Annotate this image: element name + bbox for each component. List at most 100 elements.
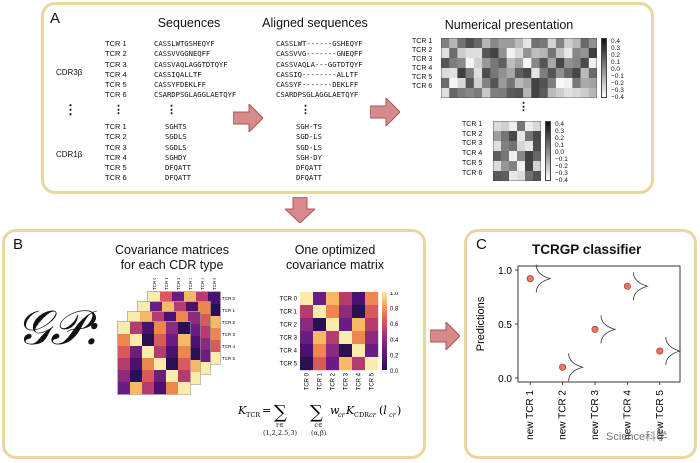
heatmap-cell bbox=[531, 68, 540, 79]
right-arrow-icon bbox=[370, 98, 400, 126]
heatmap-cell bbox=[441, 48, 450, 59]
matrix-cell bbox=[130, 358, 143, 371]
tcr-label: TCR 1 bbox=[105, 122, 127, 131]
heatmap-cell bbox=[509, 141, 518, 152]
prediction-distribution bbox=[535, 264, 552, 293]
panel-c bbox=[464, 229, 697, 459]
heatmap-cell bbox=[514, 48, 524, 59]
heatmap-cell bbox=[564, 58, 573, 69]
prediction-point bbox=[591, 325, 599, 333]
heatmap-cell bbox=[457, 48, 466, 59]
svg-text:CDRcr: CDRcr bbox=[354, 411, 377, 419]
heatmap-cell bbox=[490, 88, 499, 98]
covariance-matrix bbox=[117, 321, 191, 395]
prediction-distribution bbox=[600, 315, 617, 344]
y-axis-label: Predictions bbox=[475, 296, 487, 351]
heatmap-cell bbox=[498, 88, 507, 98]
matrix-cell bbox=[118, 382, 131, 395]
prediction-point bbox=[559, 363, 567, 371]
tcr-label: TCR 3 bbox=[462, 140, 483, 148]
tcr-label: TCR 2 bbox=[412, 47, 433, 54]
matrix-cell bbox=[118, 370, 131, 383]
matrix-cell bbox=[178, 358, 191, 371]
matrix-label: TCR 0 bbox=[152, 278, 157, 290]
heatmap-cell bbox=[506, 88, 516, 98]
heatmap-cell bbox=[493, 131, 502, 142]
heatmap-cell bbox=[473, 58, 483, 69]
matrix-label: TCR 3 bbox=[344, 372, 350, 390]
matrix-cell bbox=[326, 305, 340, 319]
matrix-cell bbox=[160, 292, 173, 305]
right-arrow-icon bbox=[233, 104, 263, 132]
matrix-cell bbox=[365, 331, 379, 345]
prediction-distribution bbox=[633, 272, 649, 301]
matrix-cell bbox=[326, 357, 340, 371]
matrix-cell bbox=[313, 344, 327, 358]
heatmap-cell bbox=[514, 58, 524, 69]
matrix-cell bbox=[142, 334, 155, 347]
tcr-label: TCR 6 bbox=[105, 90, 127, 100]
matrix-cell bbox=[300, 331, 314, 345]
matrix-cell bbox=[208, 352, 221, 365]
aligned-sequence: CSARDPSGLAGGLAETQYF bbox=[276, 90, 359, 100]
aligned-sequence: CASSYF-------DEKLFF bbox=[276, 80, 359, 90]
heatmap-cell bbox=[525, 161, 534, 172]
heatmap-cell bbox=[449, 88, 458, 98]
heatmap-cell bbox=[501, 141, 510, 152]
heatmap-cell bbox=[501, 151, 510, 162]
heatmap-cell bbox=[482, 58, 491, 69]
matrix-cell bbox=[172, 292, 185, 305]
tcr-label: TCR 3 bbox=[412, 56, 433, 63]
heatmap-cell bbox=[506, 68, 516, 79]
svg-text:TCR: TCR bbox=[246, 411, 261, 419]
svg-text:∑: ∑ bbox=[310, 402, 323, 423]
colorbar-tick: −0.1 bbox=[555, 156, 568, 163]
matrix-cell bbox=[313, 357, 327, 371]
heatmap-cell bbox=[509, 161, 518, 172]
watermark: Science科学 bbox=[606, 431, 668, 443]
heatmap-cell bbox=[457, 88, 466, 98]
heatmap-cell bbox=[449, 48, 458, 59]
heatmap-cell bbox=[457, 68, 466, 79]
tcr-label: TCR 1 bbox=[462, 121, 483, 128]
matrix-cell bbox=[198, 350, 211, 363]
prediction-point bbox=[656, 347, 664, 355]
heatmap-cell bbox=[572, 38, 581, 49]
matrix-label: TCR 5 bbox=[280, 362, 298, 368]
heatmap-cell bbox=[514, 78, 524, 89]
heatmap-cell bbox=[523, 48, 532, 59]
colorbar-tick: −0.3 bbox=[555, 170, 568, 177]
matrix-cell bbox=[365, 292, 379, 306]
matrix-cell bbox=[154, 346, 167, 359]
matrix-cell bbox=[352, 305, 366, 319]
heatmap-cell bbox=[457, 78, 466, 89]
heatmap-cell bbox=[465, 58, 475, 69]
colorbar-tick: 1.0 bbox=[390, 292, 398, 297]
matrix-cell bbox=[326, 331, 340, 345]
aligned-sequences-title: Aligned sequences bbox=[262, 16, 368, 30]
matrix-cell bbox=[339, 318, 353, 332]
svg-text:(l: (l bbox=[379, 404, 387, 417]
heatmap-cell bbox=[572, 88, 581, 98]
matrix-cell bbox=[196, 292, 209, 305]
heatmap-cell bbox=[517, 161, 526, 172]
matrix-label: TCR 1 bbox=[164, 278, 169, 290]
heatmap-cell bbox=[547, 88, 557, 98]
matrix-cell bbox=[188, 324, 201, 337]
matrix-cell bbox=[174, 302, 187, 315]
matrix-cell bbox=[339, 292, 353, 306]
heatmap-cell bbox=[531, 58, 540, 69]
colorbar-tick: 0.0 bbox=[390, 369, 398, 375]
matrix-cell bbox=[208, 328, 221, 341]
heatmap-cell bbox=[441, 38, 450, 49]
heatmap-cell bbox=[514, 88, 524, 98]
colorbar-tick: −0.3 bbox=[611, 87, 624, 94]
heatmap-cell bbox=[509, 131, 518, 142]
heatmap-cell bbox=[501, 161, 510, 172]
heatmap-cell bbox=[498, 38, 507, 49]
tcr-label: TCR 6 bbox=[462, 169, 483, 177]
heatmap-cell bbox=[555, 48, 565, 59]
matrix-cell bbox=[128, 312, 141, 325]
